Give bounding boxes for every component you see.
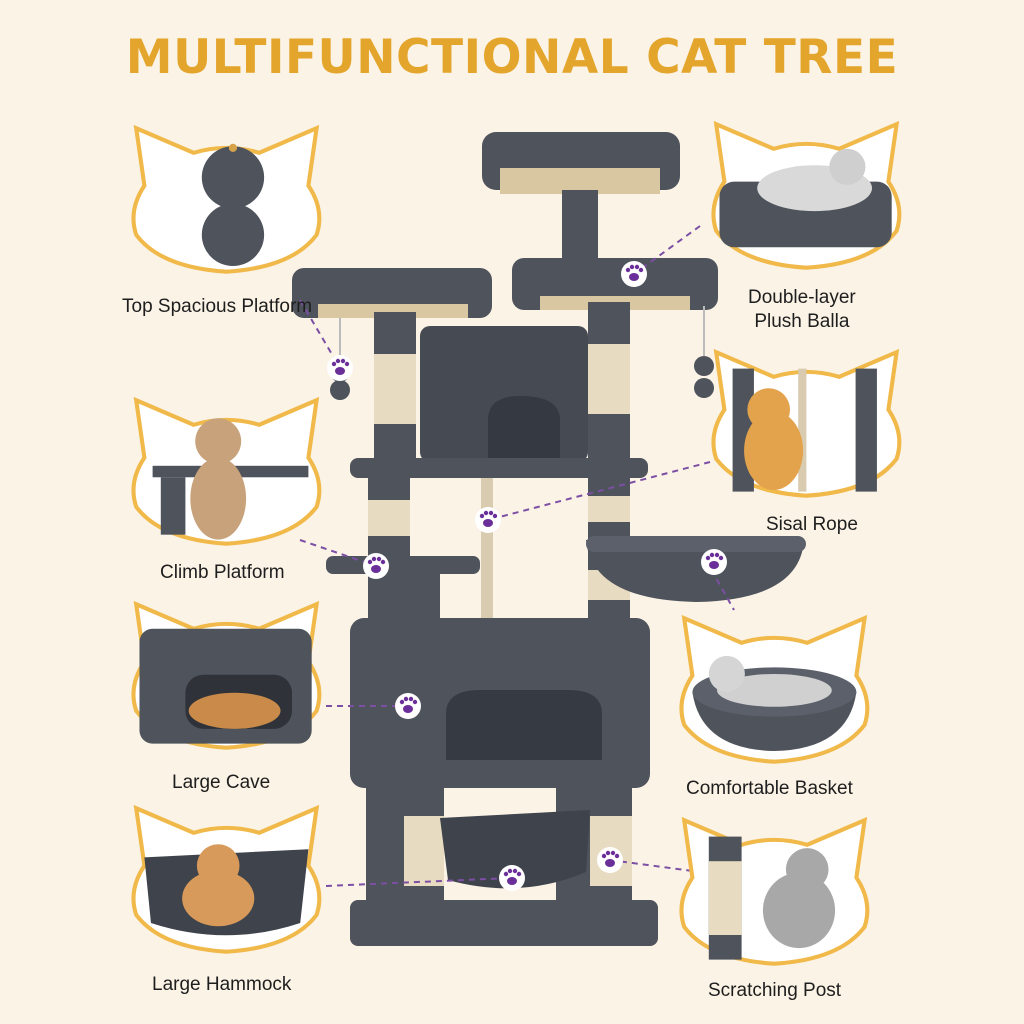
paw-icon (363, 553, 389, 579)
label-large-cave: Large Cave (172, 772, 271, 793)
bubble-large-hammock (133, 808, 319, 952)
bubble-scratching-post (681, 820, 867, 964)
paw-icon (597, 847, 623, 873)
label-plush-ball: Double-layer Plush Balla (748, 286, 856, 334)
label-scratching-post: Scratching Post (708, 980, 842, 1001)
label-climb-platform: Climb Platform (160, 562, 285, 583)
label-plush-ball-line1: Double-layer (748, 287, 856, 308)
label-top-spacious-platform: Top Spacious Platform (122, 296, 313, 317)
paw-icon (395, 693, 421, 719)
label-plush-ball-line2: Plush Balla (754, 311, 850, 332)
label-comfortable-basket: Comfortable Basket (686, 778, 853, 799)
paw-icon (621, 261, 647, 287)
paw-icon (701, 549, 727, 575)
paw-icon (475, 507, 501, 533)
bubble-sisal-rope (713, 352, 899, 496)
label-sisal-rope: Sisal Rope (766, 514, 858, 535)
paw-icon (327, 355, 353, 381)
label-large-hammock: Large Hammock (152, 974, 292, 995)
page-title: MULTIFUNCTIONAL CAT TREE (125, 30, 899, 85)
paw-icon (499, 865, 525, 891)
cat-tree (292, 132, 806, 946)
bubble-comfortable-basket (681, 618, 867, 762)
bubble-climb-platform (133, 400, 319, 544)
bubble-plush-balls (133, 128, 319, 272)
connector-lines (299, 225, 735, 887)
bubble-large-cave (133, 604, 319, 748)
bubble-top-platform (713, 124, 899, 268)
